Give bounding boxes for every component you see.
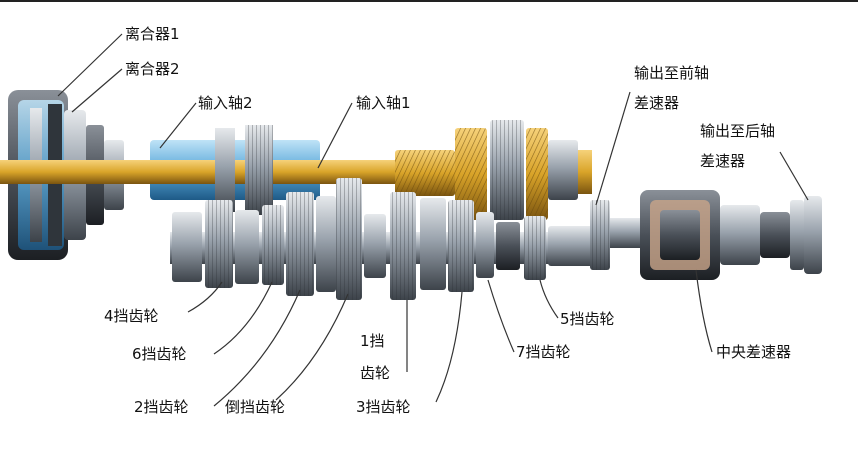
main-shaft-gold-gears xyxy=(395,120,592,220)
label-front-output-line2: 差速器 xyxy=(634,94,680,112)
label-reverse-gear: 倒挡齿轮 xyxy=(225,398,286,416)
leader-rear-output xyxy=(779,151,809,201)
label-gear6: 6挡齿轮 xyxy=(132,345,187,363)
label-gear5: 5挡齿轮 xyxy=(560,310,615,328)
label-rear-output-line1: 输出至后轴 xyxy=(700,122,776,140)
leader-center-diff xyxy=(695,269,713,353)
label-clutch1: 离合器1 xyxy=(125,25,180,43)
leader-gear7 xyxy=(487,279,515,353)
label-rear-output-line2: 差速器 xyxy=(700,152,746,170)
label-input-shaft1: 输入轴1 xyxy=(356,94,411,112)
leader-clutch1 xyxy=(57,33,123,97)
label-gear3: 3挡齿轮 xyxy=(356,398,411,416)
top-border xyxy=(0,0,858,2)
label-front-output-line1: 输出至前轴 xyxy=(634,64,710,82)
label-center-diff: 中央差速器 xyxy=(716,343,792,361)
leader-front-output xyxy=(595,91,631,206)
label-gear1-line1: 1挡 xyxy=(360,332,385,350)
leader-gear6 xyxy=(213,281,273,355)
leader-clutch2 xyxy=(71,68,123,113)
leader-input-shaft2 xyxy=(159,102,197,149)
label-gear4: 4挡齿轮 xyxy=(104,307,159,325)
leader-gear2 xyxy=(213,289,301,407)
countershaft xyxy=(170,178,600,300)
leader-gear4 xyxy=(187,281,223,313)
leader-gear3 xyxy=(435,291,463,403)
label-input-shaft2: 输入轴2 xyxy=(198,94,253,112)
leader-lines xyxy=(57,33,809,407)
leader-input-shaft1 xyxy=(317,102,353,169)
label-clutch2: 离合器2 xyxy=(125,60,180,78)
leader-gear5 xyxy=(539,279,559,319)
label-gear7: 7挡齿轮 xyxy=(516,343,571,361)
leader-reverse xyxy=(275,293,349,401)
label-gear1-line2: 齿轮 xyxy=(360,364,391,382)
center-differential-assembly xyxy=(590,190,822,280)
input-shafts xyxy=(0,125,420,215)
label-gear2: 2挡齿轮 xyxy=(134,398,189,416)
